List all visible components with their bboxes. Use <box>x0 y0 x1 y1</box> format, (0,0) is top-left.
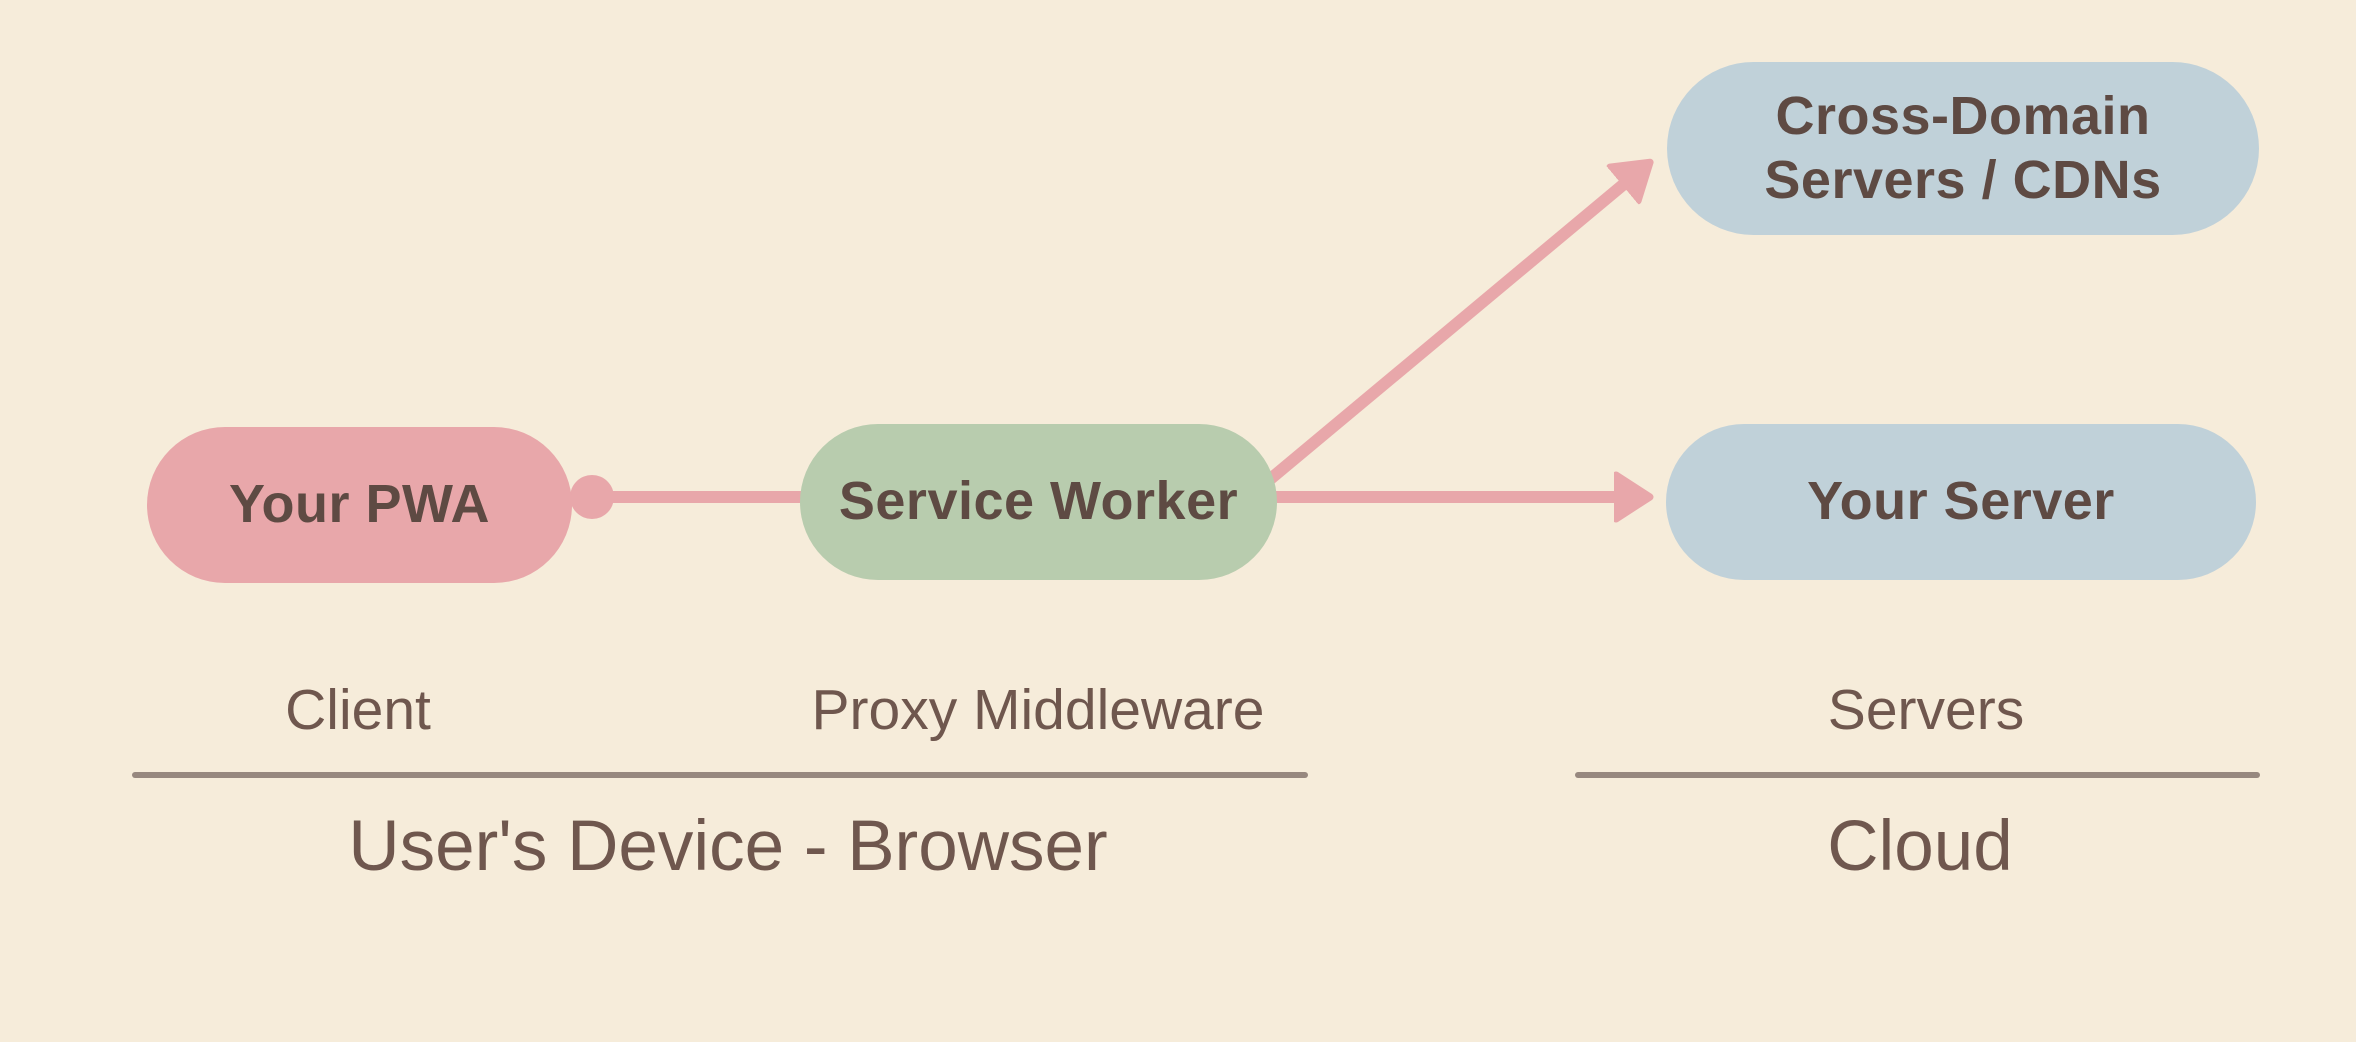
role-label-proxy-middleware: Proxy Middleware <box>811 678 1265 742</box>
device-section-divider <box>132 772 1308 778</box>
node-your-pwa-label: Your PWA <box>228 474 490 535</box>
node-cross-domain-servers: Cross-Domain Servers / CDNs <box>1667 62 2259 235</box>
cloud-section-divider <box>1575 772 2260 778</box>
node-cross-domain-servers-label: Cross-Domain Servers / CDNs <box>1764 85 2162 210</box>
section-label-cloud: Cloud <box>1827 807 2013 886</box>
role-label-client: Client <box>285 678 431 742</box>
node-your-server-label: Your Server <box>1807 471 2115 532</box>
section-label-users-device: User's Device - Browser <box>348 807 1108 886</box>
role-label-servers: Servers <box>1827 678 2025 742</box>
node-service-worker-label: Service Worker <box>838 471 1239 532</box>
node-your-server: Your Server <box>1666 424 2256 580</box>
service-worker-to-cross-domain-arrow <box>1264 184 1624 486</box>
node-service-worker: Service Worker <box>800 424 1277 580</box>
node-your-pwa: Your PWA <box>147 427 572 583</box>
